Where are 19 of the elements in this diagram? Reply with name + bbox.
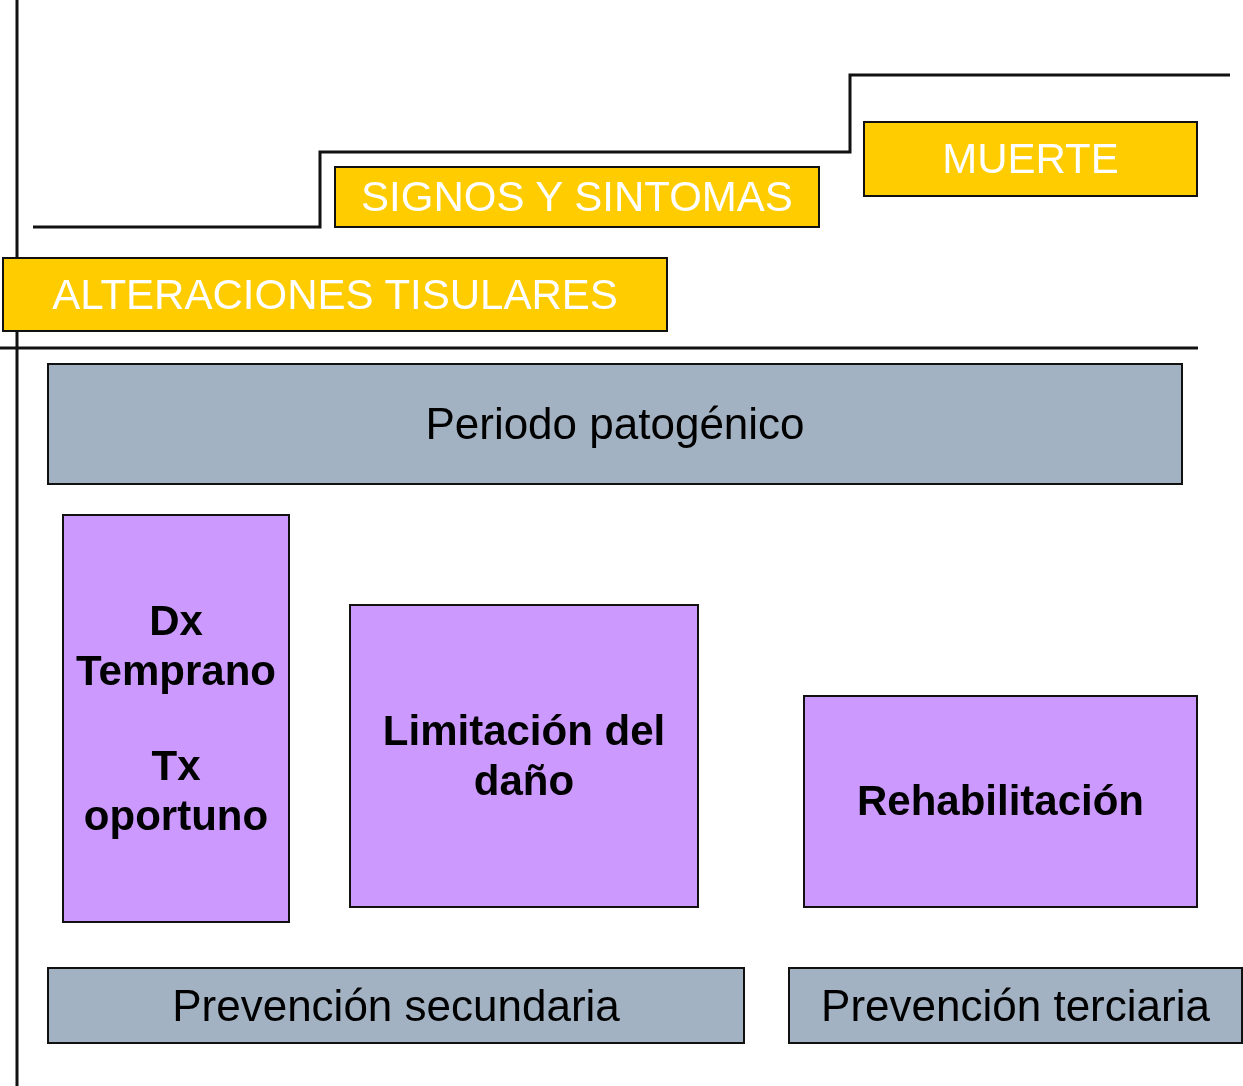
- action-box: [803, 695, 1198, 908]
- period-bar: [788, 967, 1243, 1044]
- action-label: Rehabilitación: [856, 776, 1145, 827]
- period-label: Prevención terciaria: [821, 980, 1210, 1031]
- stage-label: SIGNOS Y SINTOMAS: [361, 173, 793, 221]
- action-label: Dx Temprano: [75, 595, 277, 697]
- action-label: Limitación del daño: [381, 705, 667, 806]
- action-box: [349, 604, 699, 908]
- period-label: Prevención secundaria: [172, 980, 620, 1031]
- stage-label: MUERTE: [942, 135, 1119, 183]
- stage-box: [334, 166, 820, 228]
- stage-box: [863, 121, 1198, 197]
- period-bar: [47, 967, 745, 1044]
- action-box: [62, 514, 290, 923]
- action-label: Tx oportuno: [82, 740, 270, 841]
- stage-box: [2, 257, 668, 332]
- period-bar: [47, 363, 1183, 485]
- stage-label: ALTERACIONES TISULARES: [52, 270, 618, 319]
- period-label: Periodo patogénico: [425, 399, 805, 449]
